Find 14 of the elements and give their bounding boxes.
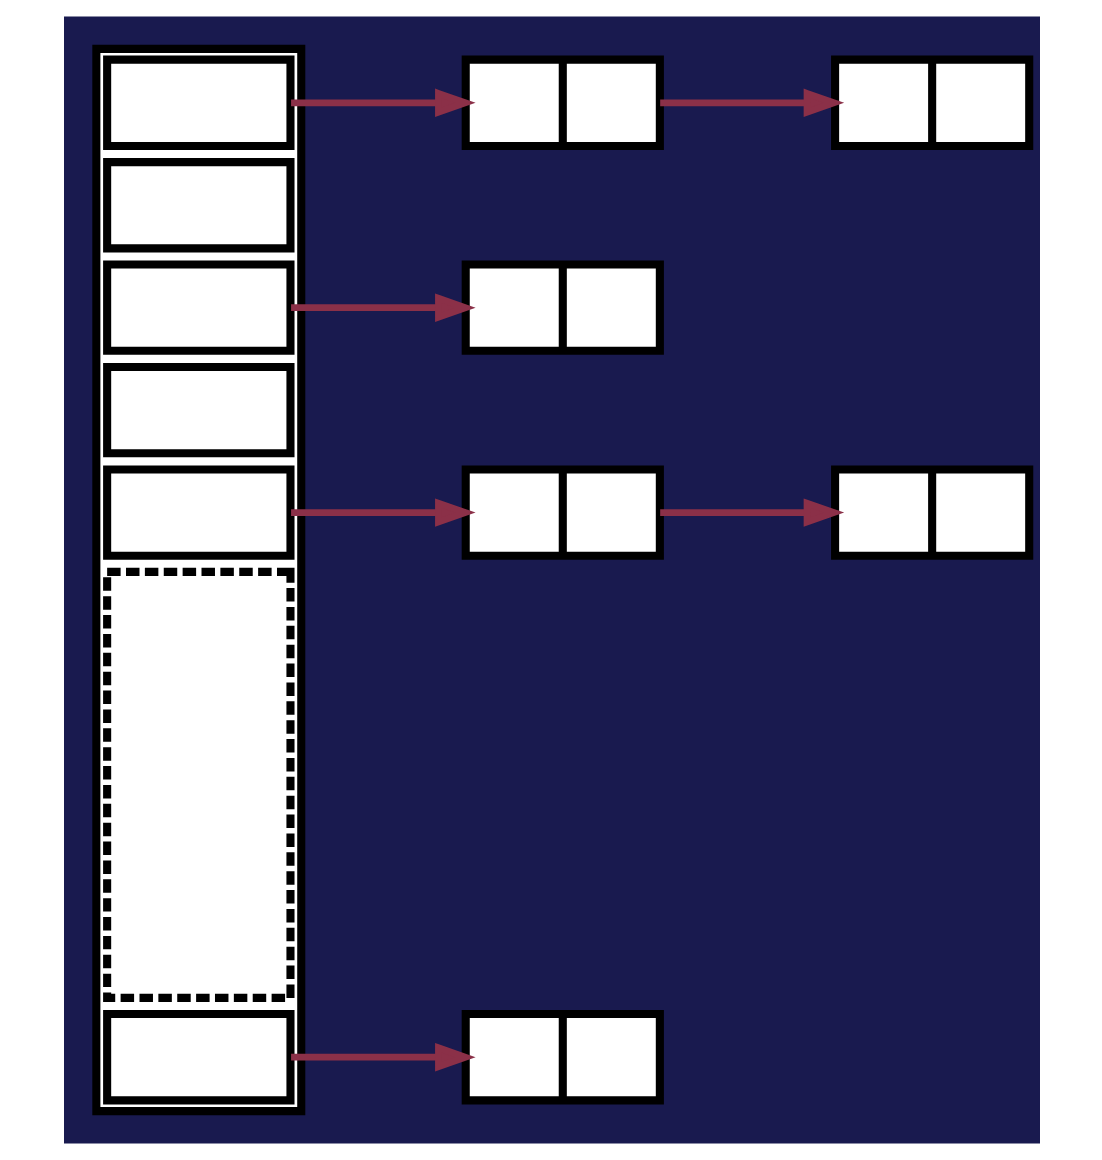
arrow [290,498,475,527]
cluster [91,44,305,1116]
node-box [102,362,294,458]
arrow [659,88,844,117]
node-box [102,158,294,253]
arrow [290,1043,475,1072]
node-box [102,465,294,560]
arrow [290,293,475,322]
node-box [102,260,294,355]
node-box [102,1010,294,1105]
node-box [102,55,294,150]
arrow [290,88,475,117]
node-box [102,567,294,1002]
arrow [659,498,844,527]
